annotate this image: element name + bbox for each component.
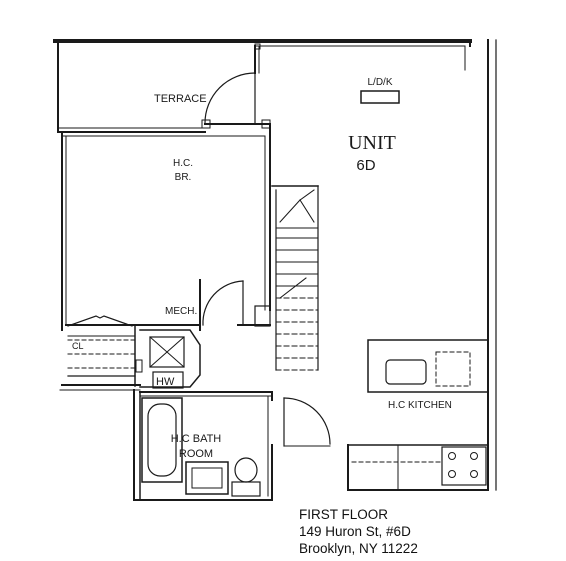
kitchen-label: H.C KITCHEN xyxy=(388,400,452,411)
bathtub xyxy=(141,397,183,483)
bathroom-door xyxy=(283,397,331,447)
bedroom-walls xyxy=(61,123,271,331)
toilet xyxy=(231,457,261,497)
wall-posts xyxy=(135,43,271,373)
mech-label: MECH. xyxy=(165,306,197,317)
closet xyxy=(67,315,136,387)
ldk-label: L/D/K xyxy=(367,77,392,88)
bedroom-door xyxy=(202,280,244,326)
plan-caption: FIRST FLOOR 149 Huron St, #6D Brooklyn, … xyxy=(299,506,418,557)
bedroom-label: H.C. xyxy=(173,158,193,169)
bathroom-label: H.C BATH xyxy=(171,433,222,445)
terrace-walls xyxy=(57,45,466,133)
terrace-door xyxy=(204,72,256,125)
closet-label: CL xyxy=(72,341,84,351)
unit-number-label: 6D xyxy=(356,157,375,174)
city-state-zip: Brooklyn, NY 11222 xyxy=(299,541,418,556)
bedroom-label-line2: BR. xyxy=(175,172,192,183)
stairs xyxy=(271,185,319,371)
street-address: 149 Huron St, #6D xyxy=(299,524,411,539)
kitchen-counter xyxy=(347,339,489,491)
vanity-sink xyxy=(185,461,229,495)
unit-label: UNIT xyxy=(348,132,396,154)
water-heater-label: HW xyxy=(156,376,175,388)
mechanical-closet xyxy=(139,329,201,389)
bathroom-label-line2: ROOM xyxy=(179,448,213,460)
exterior-walls xyxy=(53,39,497,501)
floor-name: FIRST FLOOR xyxy=(299,507,389,522)
bathroom-walls xyxy=(139,391,273,501)
terrace-label: TERRACE xyxy=(154,93,207,105)
ldk-fixture xyxy=(360,90,400,104)
